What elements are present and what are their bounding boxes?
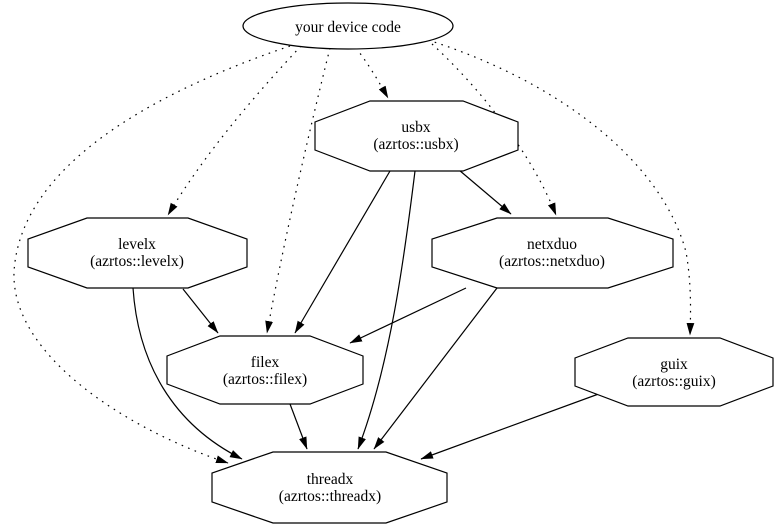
usbx-label: usbx [401,119,431,136]
edge-your-device-code-to-usbx [355,47,389,99]
usbx-octagon [314,100,519,172]
node-levelx: levelx (azrtos::levelx) [27,217,248,289]
edge-netxduo-to-filex [349,287,467,344]
guix-label: guix [660,356,688,373]
edge-netxduo-to-threadx [373,287,498,450]
your-device-code-ellipse [242,2,454,50]
node-netxduo: netxduo (azrtos::netxduo) [431,217,674,289]
levelx-octagon [27,217,248,289]
threadx-label: threadx [307,471,354,488]
edge-usbx-to-threadx [357,170,416,450]
usbx-sublabel: (azrtos::usbx) [373,136,458,153]
node-your-device-code: your device code [242,2,454,50]
netxduo-label: netxduo [527,236,577,253]
edge-levelx-to-threadx [132,287,243,460]
edge-filex-to-threadx [289,403,308,450]
edge-your-device-code-to-guix [427,39,695,336]
your-device-code-label: your device code [295,19,401,36]
node-guix: guix (azrtos::guix) [574,337,774,407]
netxduo-octagon [431,217,674,289]
filex-label: filex [251,354,280,371]
guix-octagon [574,337,774,407]
node-threadx: threadx (azrtos::threadx) [211,451,448,524]
nodes-layer: your device code usbx (azrtos::usbx) lev… [27,2,774,524]
levelx-label: levelx [118,236,156,253]
filex-sublabel: (azrtos::filex) [223,371,307,388]
edge-guix-to-threadx [420,391,605,460]
threadx-sublabel: (azrtos::threadx) [279,488,381,505]
guix-sublabel: (azrtos::guix) [632,373,716,390]
netxduo-sublabel: (azrtos::netxduo) [499,253,605,270]
filex-octagon [166,335,364,405]
edge-levelx-to-filex [182,288,219,334]
node-filex: filex (azrtos::filex) [166,335,364,405]
node-usbx: usbx (azrtos::usbx) [314,100,519,172]
edge-usbx-to-netxduo [458,169,512,215]
edge-usbx-to-filex [294,170,391,334]
edge-your-device-code-to-levelx [167,45,302,216]
levelx-sublabel: (azrtos::levelx) [90,253,184,270]
threadx-octagon [211,451,448,524]
